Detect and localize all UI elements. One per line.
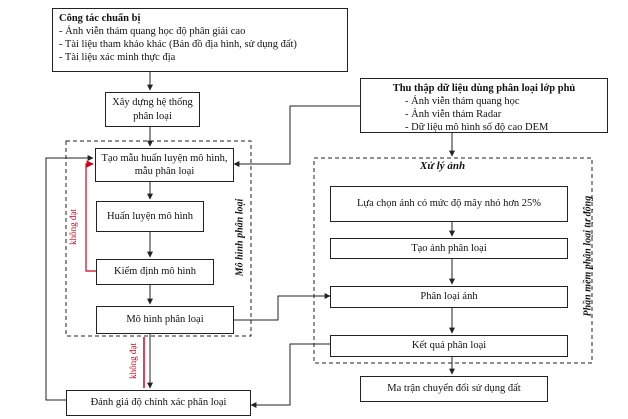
training-sample-box: Tạo mẫu huấn luyện mô hình, mẫu phân loạ… bbox=[95, 148, 234, 182]
image-classification-box: Phân loại ảnh bbox=[330, 286, 568, 308]
preparation-title: Công tác chuẩn bị bbox=[59, 13, 141, 24]
classification-result-label: Kết quả phân loại bbox=[411, 340, 487, 352]
preparation-item: - Ảnh viễn thám quang học độ phân giải c… bbox=[59, 26, 246, 38]
land-use-matrix-label: Ma trận chuyển đổi sử dụng đất bbox=[387, 383, 521, 395]
arrow-data-to-sample bbox=[233, 105, 360, 167]
classification-model-box: Mô hình phân loại bbox=[96, 306, 234, 334]
accuracy-assessment-box: Đánh giá độ chính xác phân loại bbox=[66, 390, 251, 416]
image-group-border bbox=[313, 157, 593, 364]
arrow-result-to-accuracy bbox=[250, 343, 330, 408]
build-system-label: Xây dựng hệ thống phân loại bbox=[112, 97, 193, 122]
land-use-matrix-box: Ma trận chuyển đổi sử dụng đất bbox=[360, 376, 548, 402]
build-system-box: Xây dựng hệ thống phân loại bbox=[105, 92, 200, 127]
data-collection-box: Thu thập dữ liệu dùng phân loại lớp phủ … bbox=[360, 78, 608, 133]
classification-model-label: Mô hình phân loại bbox=[126, 314, 204, 326]
model-training-box: Huấn luyện mô hình bbox=[96, 201, 204, 232]
preparation-item: - Tài liệu xác minh thực địa bbox=[59, 52, 176, 64]
model-group-border bbox=[65, 140, 252, 337]
data-collection-item: - Ảnh viễn thám Radar bbox=[405, 109, 502, 121]
image-group-label: Phần mềm phân loại tự động bbox=[582, 195, 594, 317]
data-collection-item: - Ảnh viễn thám quang học bbox=[405, 96, 520, 108]
classification-result-box: Kết quả phân loại bbox=[330, 335, 568, 357]
model-verification-label: Kiểm định mô hình bbox=[114, 266, 196, 278]
create-classified-image-label: Tạo ảnh phân loại bbox=[411, 242, 487, 254]
preparation-item: - Tài liệu tham khảo khác (Bản đồ địa hì… bbox=[59, 39, 297, 51]
image-processing-title: Xử lý ảnh bbox=[420, 160, 466, 172]
image-classification-label: Phân loại ảnh bbox=[420, 291, 478, 303]
model-training-label: Huấn luyện mô hình bbox=[106, 210, 194, 222]
preparation-box: Công tác chuẩn bị - Ảnh viễn thám quang … bbox=[52, 8, 348, 72]
feedback-loop-inner bbox=[85, 160, 96, 272]
accuracy-assessment-label: Đánh giá độ chính xác phân loại bbox=[90, 397, 227, 409]
feedback-loop-outer bbox=[45, 155, 94, 401]
feedback-outer-label: không đạt bbox=[128, 343, 138, 379]
image-selection-box: Lựa chọn ảnh có mức độ mây nhỏ hơn 25% bbox=[330, 186, 568, 222]
create-classified-image-box: Tạo ảnh phân loại bbox=[330, 238, 568, 259]
model-group-label: Mô hình phân loại bbox=[234, 198, 246, 277]
data-collection-item: - Dữ liệu mô hình số độ cao DEM bbox=[405, 122, 549, 134]
image-selection-label: Lựa chọn ảnh có mức độ mây nhỏ hơn 25% bbox=[356, 198, 542, 210]
model-verification-box: Kiểm định mô hình bbox=[96, 259, 214, 285]
training-sample-label: Tạo mẫu huấn luyện mô hình, mẫu phân loạ… bbox=[101, 152, 228, 177]
data-collection-title: Thu thập dữ liệu dùng phân loại lớp phủ bbox=[392, 83, 576, 94]
arrow-model-to-classify bbox=[234, 293, 331, 321]
feedback-inner-label: không đạt bbox=[68, 209, 78, 245]
